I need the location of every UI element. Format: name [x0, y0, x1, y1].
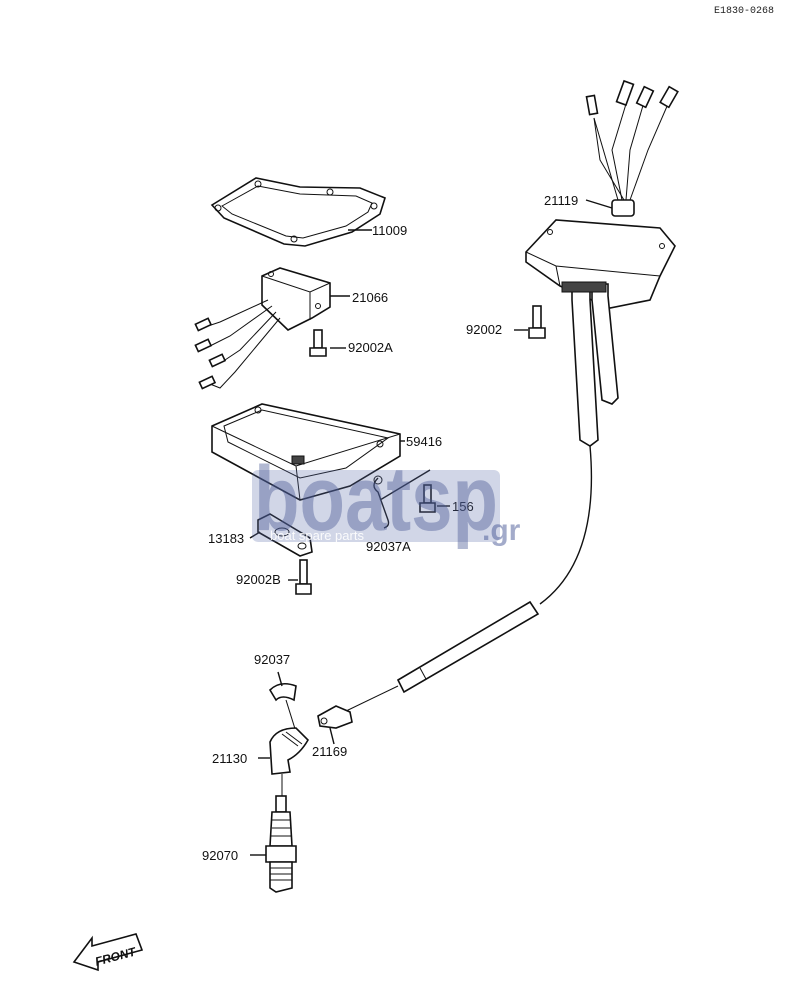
label-21130: 21130	[212, 751, 247, 766]
label-156: 156	[452, 499, 474, 514]
label-92037: 92037	[254, 652, 290, 667]
spark-plug-92070	[250, 795, 297, 893]
label-59416: 59416	[406, 434, 442, 449]
label-11009: 11009	[372, 223, 407, 238]
watermark: boatsp .gr boat spare parts	[252, 448, 521, 550]
bolt-92002B	[288, 559, 312, 595]
bolt-92002A	[309, 329, 346, 357]
connector-21169	[317, 705, 353, 745]
bolt-92002	[514, 305, 546, 339]
label-21169: 21169	[312, 744, 347, 759]
regulator-21066	[194, 267, 350, 390]
label-92002B: 92002B	[236, 572, 281, 587]
plug-cap-21130	[258, 727, 309, 796]
ignition-lead	[343, 445, 593, 713]
watermark-brand: boatsp	[254, 448, 498, 550]
case-59416	[211, 403, 405, 501]
clip-92037	[268, 671, 297, 733]
label-13183: 13183	[208, 531, 244, 546]
plate-13183	[249, 513, 313, 557]
front-arrow-icon	[72, 933, 144, 972]
watermark-tld: .gr	[482, 514, 521, 547]
label-92002A: 92002A	[348, 340, 393, 355]
label-21119: 21119	[544, 193, 578, 208]
gasket-11009	[210, 177, 386, 247]
bolt-156	[419, 484, 450, 513]
label-21066: 21066	[352, 290, 388, 305]
label-92037A: 92037A	[366, 539, 411, 554]
ignition-unit-21119	[525, 79, 679, 447]
diagram-reference: E1830-0268	[714, 6, 774, 17]
clamp-92037A	[373, 469, 431, 529]
label-92070: 92070	[202, 848, 238, 863]
label-92002: 92002	[466, 322, 502, 337]
watermark-tagline: boat spare parts	[270, 528, 364, 543]
